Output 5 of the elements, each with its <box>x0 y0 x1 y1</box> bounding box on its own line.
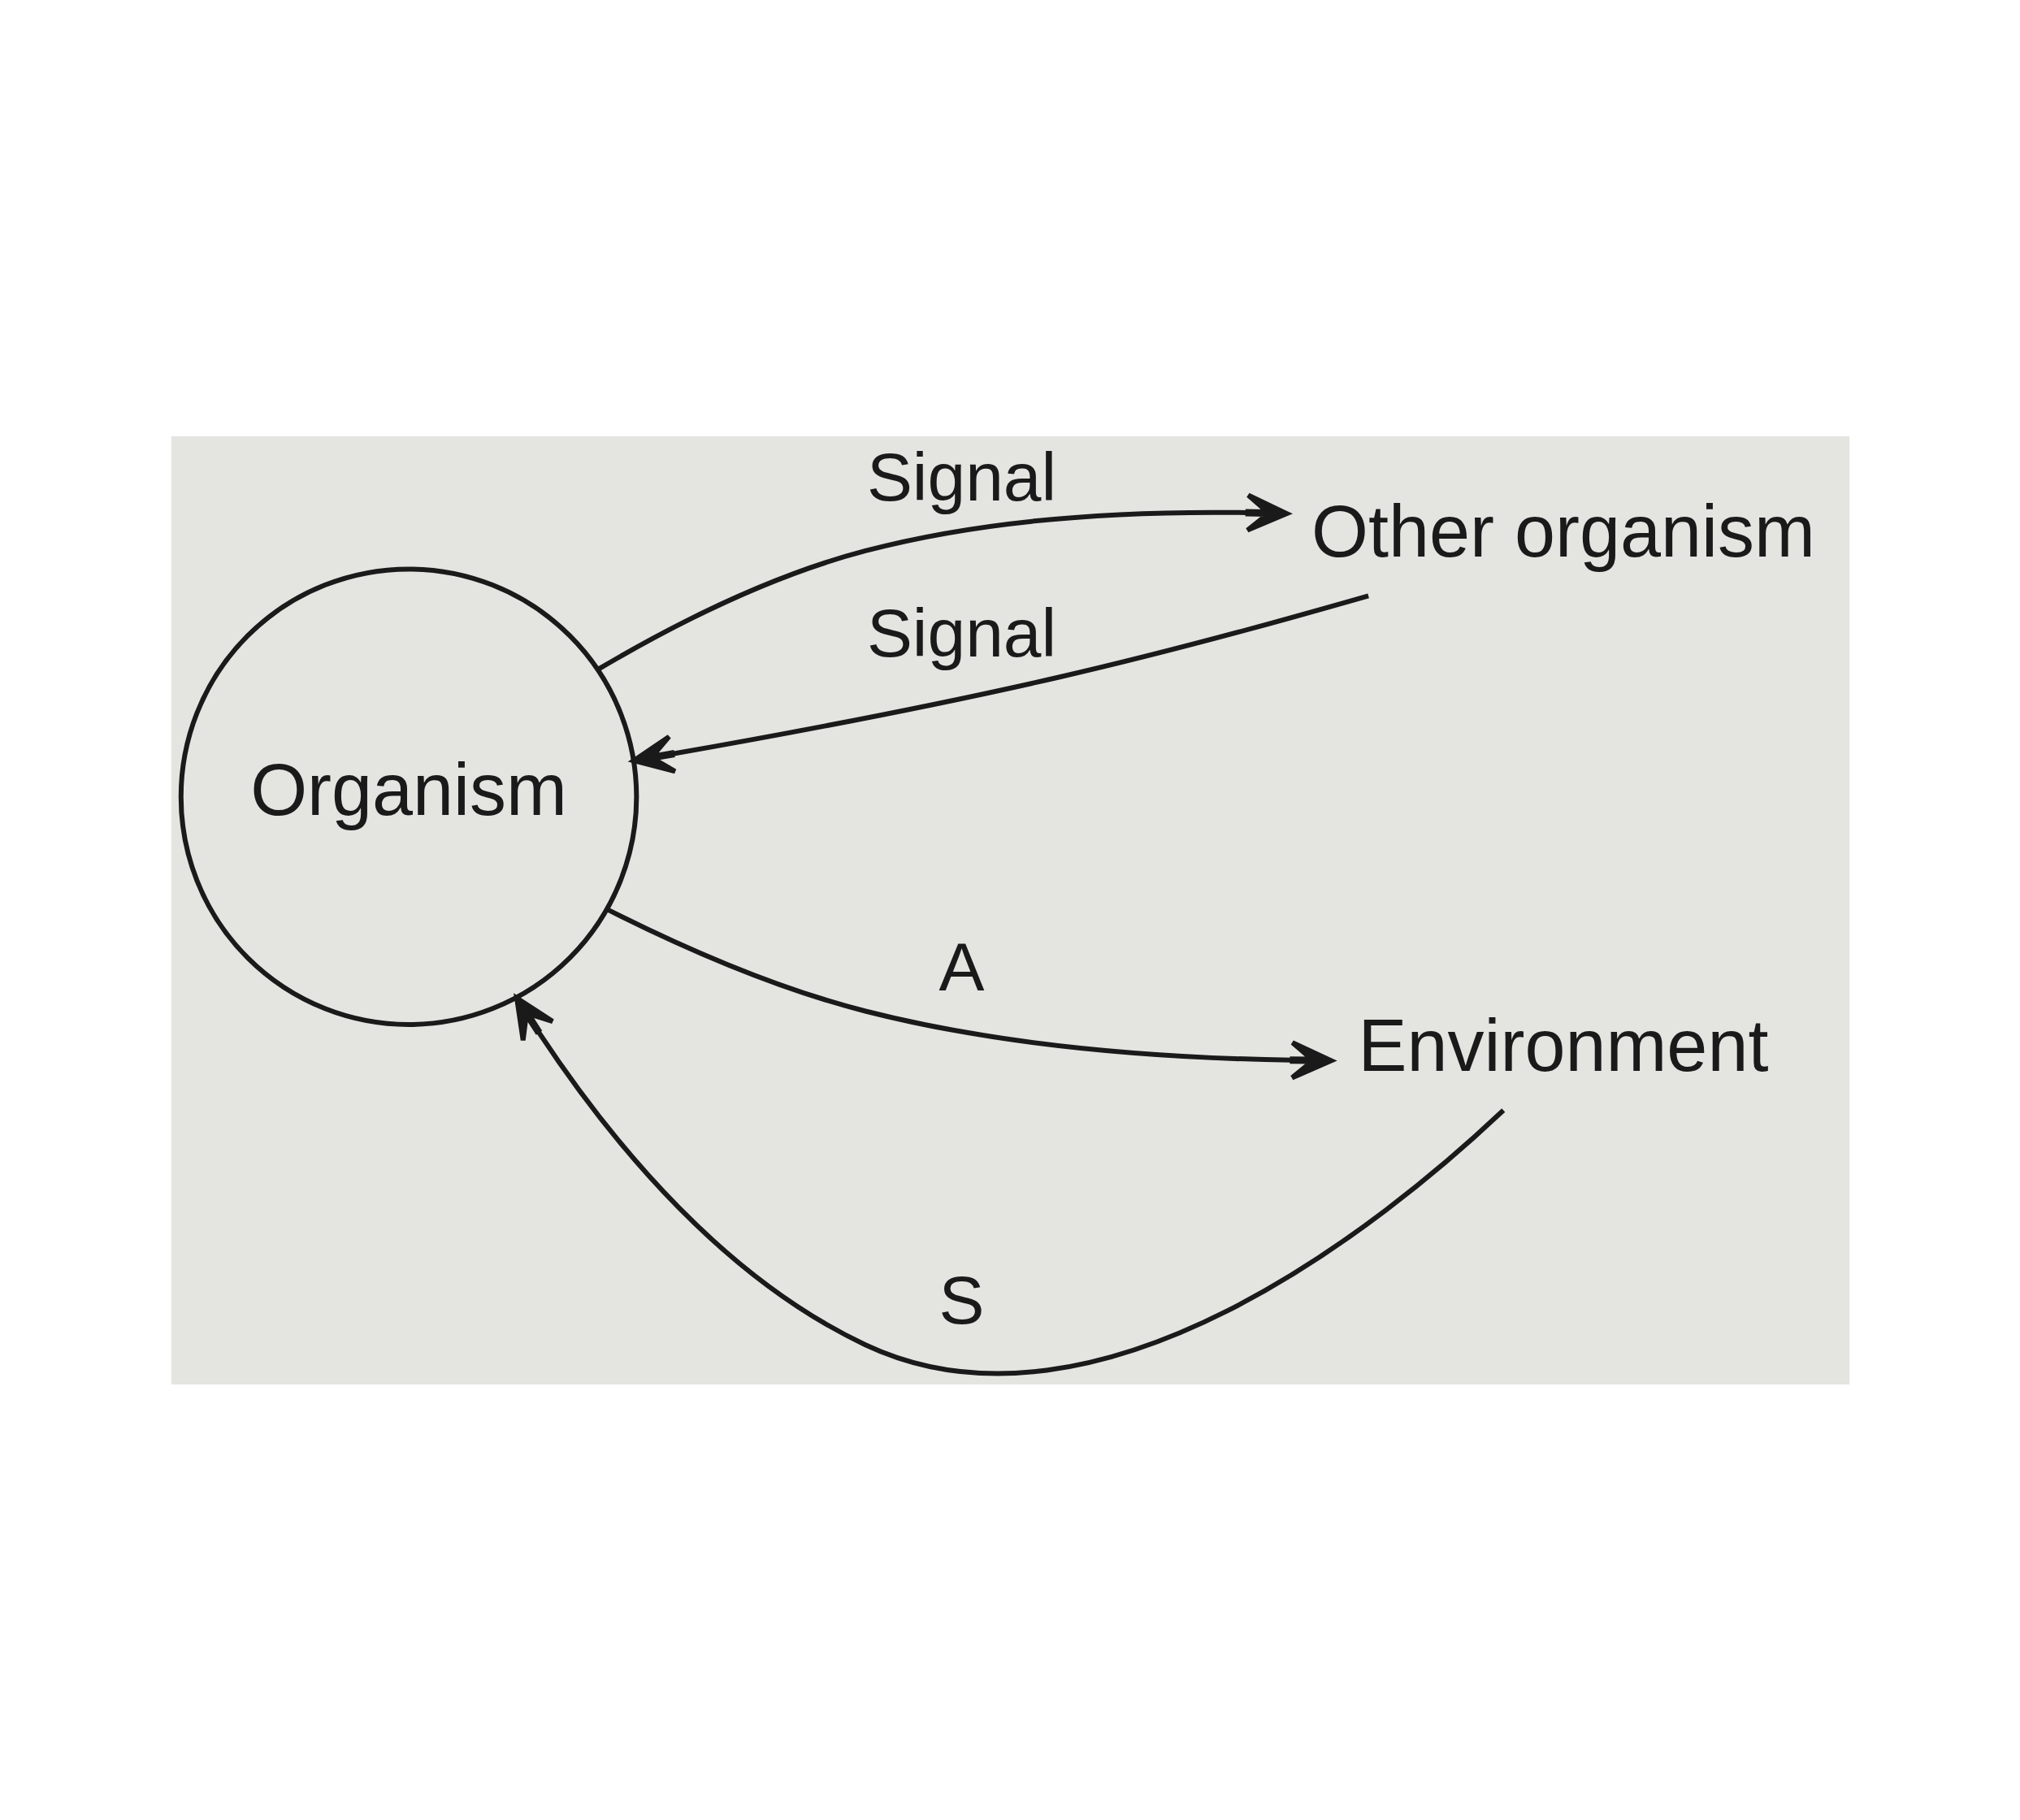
edge-label: S <box>938 1261 985 1338</box>
node-text: Other organism <box>1311 490 1815 572</box>
node-text: Environment <box>1358 1004 1768 1086</box>
arrow <box>514 994 1505 1376</box>
node-circle: Organism <box>178 566 639 1027</box>
